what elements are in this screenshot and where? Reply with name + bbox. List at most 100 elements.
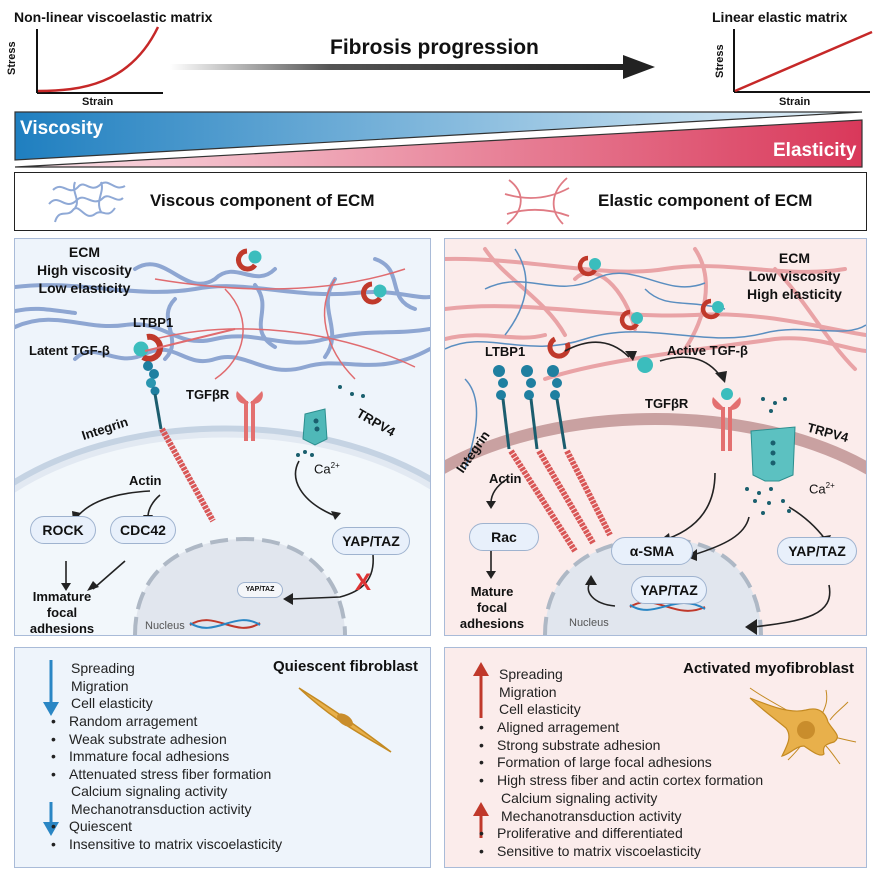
activated-bullet-list: Aligned arragement Strong substrate adhe… [481,719,763,789]
list-item: Cell elasticity [71,695,153,711]
down-arrow-icon [43,660,59,716]
viscosity-label: Viscosity [20,118,104,139]
signaling-arrows [65,460,374,600]
quiescent-title: Quiescent fibroblast [272,658,418,675]
ecm-title-line: Low elasticity [38,280,131,296]
quiescent-bullet-list: Random arragement Weak substrate adhesio… [53,713,271,783]
elasticity-wedge [14,119,863,168]
nuclear-yaptaz-node: YAP/TAZ [631,576,707,604]
nonlinear-curve [37,26,160,93]
list-item: Random arragement [53,713,271,731]
viscous-component-label: Viscous component of ECM [150,191,375,210]
outcome-line: Immature [32,589,92,604]
trpv4-channel [745,397,796,515]
calcium-symbol: Ca [314,461,331,477]
nuclear-yaptaz-node: YAP/TAZ [237,582,283,598]
actin-filaments [508,449,613,553]
outcome-line: adhesions [29,621,95,636]
latent-tgfb-complex [133,248,387,362]
list-item: Proliferative and differentiated [481,825,701,843]
calcium-symbol: Ca [809,481,826,497]
integrin [493,365,562,400]
tgfbr-label: TGFβR [645,396,689,411]
calcium-label: Ca2+ [314,461,340,476]
outcome-line: focal [46,605,78,620]
list-item: Formation of large focal adhesions [481,754,763,772]
viscosity-elasticity-wedges [14,111,863,168]
fibrosis-progression-arrow [170,55,655,79]
rock-node: ROCK [30,516,96,544]
cdc42-node: CDC42 [110,516,176,544]
list-item: Spreading [71,660,135,676]
active-tgfb-label: Active TGF-β [667,343,748,358]
elasticity-label: Elasticity [773,140,857,161]
fibrosis-progression-label: Fibrosis progression [330,36,539,59]
list-item: Calcium signaling activity [71,783,228,799]
latent-tgfb-complex [547,255,724,359]
list-item: Strong substrate adhesion [481,737,763,755]
calcium-charge: 2+ [825,481,835,490]
quiescent-bullet-list-2: Quiescent Insensitive to matrix viscoela… [53,818,282,853]
activated-title: Activated myofibroblast [683,660,854,677]
integrin [143,361,163,430]
rac-node: Rac [469,523,539,551]
legend-box [14,172,867,231]
ecm-title-line: ECM [68,244,101,260]
right-ecm-title: ECM Low viscosity High elasticity [747,249,842,303]
ltbp1-label: LTBP1 [133,315,174,330]
latent-tgfb-label: Latent TGF-β [29,343,110,358]
ecm-title-line: Low viscosity [748,268,841,284]
ltbp1-label: LTBP1 [485,344,526,359]
list-item: Calcium signaling activity [501,790,658,806]
left-ecm-title: ECM High viscosity Low elasticity [37,243,132,297]
viscosity-wedge [14,111,863,161]
activated-bullet-list-2: Proliferative and differentiated Sensiti… [481,825,701,860]
actin-label: Actin [129,473,162,488]
list-item: Spreading [499,666,563,682]
dna-icon [629,601,706,612]
quiescent-fibroblast-panel: Quiescent fibroblast Spreading Migration… [14,647,431,868]
activated-signaling-list: Calcium signaling activity Mechanotransd… [501,790,682,825]
asma-node: α-SMA [611,537,693,565]
calcium-charge: 2+ [330,461,340,470]
list-item: Mechanotransduction activity [71,800,252,817]
left-mechanism-panel: ECM High viscosity Low elasticity LTBP1 … [14,238,431,636]
nucleus-label: Nucleus [145,620,185,632]
calcium-label: Ca2+ [809,481,835,496]
quiescent-fibroblast-icon [298,687,392,753]
list-item: Weak substrate adhesion [53,731,271,749]
elastic-fibers [154,268,416,380]
right-xlabel: Strain [779,96,811,108]
list-item: Immature focal adhesions [53,748,271,766]
outcome-line: Mature [470,584,514,599]
tgfbr-receptor [236,391,263,441]
right-ylabel: Stress [714,44,726,78]
list-item: Migration [499,683,557,700]
ecm-title-line: High viscosity [37,262,132,278]
cell-membrane [445,413,866,475]
yaptaz-node: YAP/TAZ [777,537,857,565]
outcome-line: focal [476,600,508,615]
ecm-title-line: ECM [778,250,811,266]
linear-stress-strain-graph [733,29,873,93]
nonlinear-stress-strain-graph [36,26,163,94]
left-xlabel: Strain [82,96,114,108]
list-item: Mechanotransduction activity [501,807,682,824]
viscous-component-icon [48,181,126,223]
tgfbr-receptor [712,388,741,451]
right-graph-title: Linear elastic matrix [712,9,848,25]
nucleus-label: Nucleus [569,617,609,629]
list-item: Aligned arragement [481,719,763,737]
activated-myofibroblast-icon [749,687,857,765]
immature-focal-adhesions-label: Immature focal adhesions [29,589,95,636]
list-item: Attenuated stress fiber formation [53,766,271,784]
dna-icon [189,619,261,629]
list-item: Migration [71,677,129,694]
quiescent-signaling-list: Calcium signaling activity Mechanotransd… [71,783,252,818]
yaptaz-node: YAP/TAZ [332,527,410,555]
blocked-x-label: X [355,569,372,596]
active-tgfb [637,357,653,373]
ecm-title-line: High elasticity [747,286,842,302]
actin-filament [159,427,216,523]
left-graph-title: Non-linear viscoelastic matrix [14,9,213,25]
